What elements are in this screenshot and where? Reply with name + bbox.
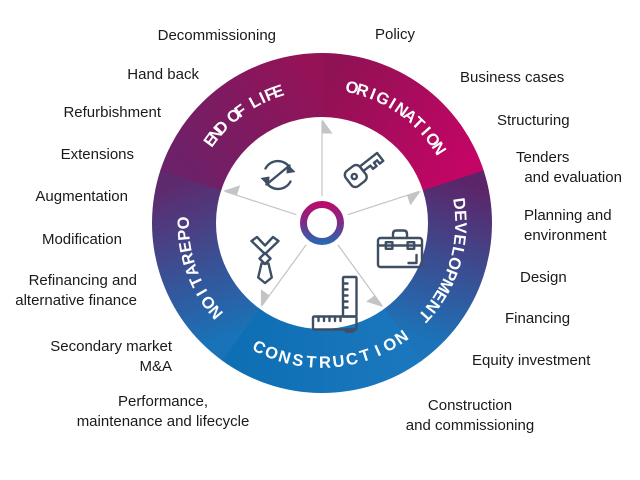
phase-spoke: [337, 244, 384, 308]
icon-layer: [250, 151, 424, 333]
svg-text:R: R: [178, 251, 198, 267]
label-decommissioning: Decommissioning: [157, 27, 276, 44]
key-icon: [343, 151, 385, 189]
arrow-icon: [223, 185, 241, 196]
phase-spoke: [347, 190, 421, 216]
phase-spoke: [321, 119, 333, 196]
svg-text:V: V: [451, 222, 469, 234]
label-construction-commissioning: Construction and commissioning: [405, 397, 535, 434]
arrow-icon: [260, 289, 270, 308]
svg-text:I: I: [372, 342, 383, 360]
label-extensions: Extensions: [60, 146, 134, 163]
label-tenders: Tenders and evaluation: [516, 149, 622, 186]
svg-text:R: R: [354, 80, 371, 101]
label-equity-investment: Equity investment: [472, 352, 591, 369]
svg-text:O: O: [175, 216, 193, 229]
ruler-icon: [311, 275, 358, 333]
label-modification: Modification: [41, 231, 122, 248]
svg-text:E: E: [451, 210, 470, 222]
svg-text:S: S: [291, 351, 305, 371]
label-planning: Planning and environment: [524, 207, 612, 244]
svg-text:N: N: [276, 347, 292, 368]
label-hand-back: Hand back: [127, 66, 199, 83]
svg-text:E: E: [176, 240, 196, 254]
recycle-icon: [260, 159, 296, 191]
phase-boundary-spokes: [223, 119, 421, 308]
svg-text:P: P: [175, 229, 194, 242]
svg-text:E: E: [450, 233, 469, 246]
segment-development: [383, 170, 492, 362]
svg-text:E: E: [270, 82, 286, 103]
svg-text:R: R: [319, 354, 331, 372]
svg-text:D: D: [449, 197, 468, 211]
tie-icon: [250, 235, 280, 285]
briefcase-icon: [376, 229, 424, 269]
label-secondary-market: Secondary market M&A: [50, 338, 172, 375]
segment-operation: [152, 168, 260, 361]
ring-segments: [152, 53, 492, 393]
segment-end-of-life: [160, 53, 324, 191]
label-structuring: Structuring: [497, 112, 570, 129]
svg-text:O: O: [444, 255, 465, 273]
label-design: Design: [520, 269, 567, 286]
label-business-cases: Business cases: [460, 69, 565, 86]
label-policy: Policy: [375, 26, 416, 43]
segment-construction: [220, 308, 422, 393]
svg-text:O: O: [262, 343, 281, 364]
svg-text:L: L: [447, 245, 467, 259]
phase-spoke: [260, 244, 307, 308]
svg-text:T: T: [306, 353, 317, 372]
phase-spoke: [223, 185, 297, 216]
label-refurbishment: Refurbishment: [63, 104, 161, 121]
svg-text:U: U: [332, 352, 346, 371]
label-augmentation: Augmentation: [35, 188, 128, 205]
label-financing: Financing: [505, 310, 571, 327]
segment-origination: [322, 53, 485, 192]
arrow-icon: [407, 190, 421, 206]
svg-text:A: A: [182, 262, 203, 279]
svg-text:I: I: [257, 89, 269, 107]
label-performance: Performance, maintenance and lifecycle: [76, 393, 250, 430]
center-ring: [300, 201, 344, 245]
svg-text:I: I: [367, 85, 378, 103]
svg-text:O: O: [344, 78, 361, 98]
svg-text:C: C: [344, 349, 360, 369]
arrow-icon: [322, 119, 333, 134]
label-refinancing: Refinancing and alternative finance: [15, 272, 137, 309]
arrow-icon: [366, 295, 384, 308]
